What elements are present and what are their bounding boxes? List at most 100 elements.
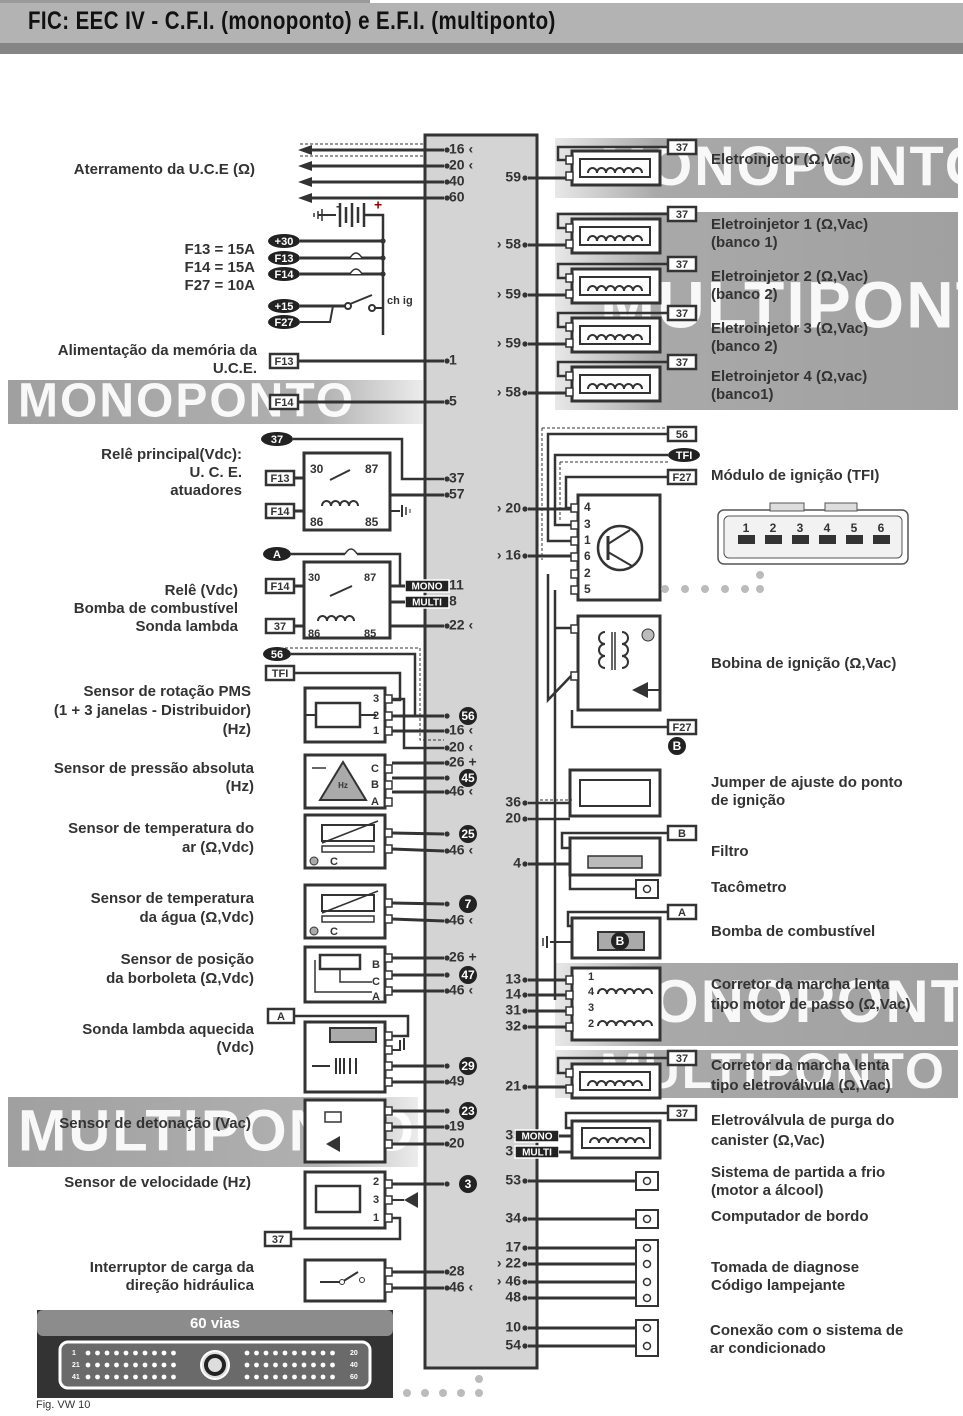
connector-pin (565, 223, 574, 233)
ecu-pin-dot (522, 1279, 528, 1285)
connector-pin (565, 289, 574, 299)
injector-coil-icon (587, 285, 643, 292)
ground-icon (404, 1192, 418, 1208)
component-label: ar condicionado (710, 1340, 826, 1357)
connector-pin-icon (171, 1350, 176, 1356)
ecu-pin-circled (459, 825, 477, 843)
ecu-pin-dot (522, 553, 528, 559)
connector-pin (565, 338, 574, 348)
page-title: FIC: EEC IV - C.F.I. (monoponto) e E.F.I… (28, 7, 556, 35)
ecu-pin-dot (444, 760, 450, 766)
ecu-pin-dot (522, 1295, 528, 1301)
tfi-connector-pin-label: 5 (851, 521, 858, 535)
ecu-pin-dot (444, 831, 450, 837)
switch-icon (341, 1271, 359, 1283)
switch-contact-icon (368, 304, 376, 312)
speed-37-tag-label: 37 (272, 1234, 284, 1246)
ecu-pin-dot (444, 1124, 450, 1130)
connector-pin (384, 1045, 393, 1055)
terminal-hole-icon (642, 1323, 652, 1333)
potentiometer-icon (318, 953, 362, 971)
terminal-hole-icon (642, 884, 652, 894)
sensor-pin: 2 (373, 710, 379, 722)
component-label: Código lampejante (711, 1277, 845, 1294)
connector-pin-icon (320, 1362, 326, 1368)
mono-tag-label: MONO (411, 582, 442, 593)
connector-pin-icon (152, 1350, 157, 1356)
ecu-pin-right: 4 (513, 855, 521, 871)
connector-pin-icon (320, 1350, 326, 1356)
ecu-pin-dot (522, 1216, 528, 1222)
connector-pin (384, 1213, 393, 1223)
injector-coil-icon (587, 334, 643, 341)
component-label: Sonda lambda (135, 618, 238, 635)
component-label: Sensor de posição (121, 951, 254, 968)
ecu-pin-dot (444, 358, 450, 364)
component-label: canister (Ω,Vac) (711, 1132, 825, 1149)
connector-pin-icon (292, 1362, 297, 1368)
injector-coil-icon (587, 167, 643, 174)
connector-pin-icon (133, 1362, 138, 1368)
switch-contact-icon (339, 1279, 345, 1285)
connector-pin-icon (244, 1362, 250, 1368)
ecu-pin-circled (459, 1102, 477, 1120)
relay-a-tag (263, 547, 291, 561)
sensor-pin: C (330, 926, 338, 938)
hz-label: Hz (338, 781, 348, 790)
ecu-pin-right: › 22 (497, 1255, 521, 1271)
connector-pin (565, 1084, 574, 1094)
connector-pin (570, 624, 579, 634)
connector-pin (565, 387, 574, 397)
component-label: atuadores (170, 482, 242, 499)
component-label: Filtro (711, 843, 749, 860)
ecu-pin-right: › 58 (497, 236, 521, 252)
decorative-dot-icon (457, 1389, 465, 1397)
arrow-left-icon (298, 161, 312, 171)
relay-terminal: 30 (308, 572, 320, 584)
ecu-pin-dot (444, 713, 450, 719)
ecu-pin-right: 31 (505, 1002, 521, 1018)
ecu-pin-dot (444, 1285, 450, 1291)
ecu-pin-dot (522, 1178, 528, 1184)
relay-coil-icon (317, 615, 355, 622)
lambda-a-tag-label: A (277, 1011, 285, 1023)
connector-pin-icon (311, 1350, 316, 1356)
connector-pin-icon (114, 1374, 119, 1380)
component-label: F14 = 15A (185, 259, 256, 276)
connector-pin-icon (161, 1362, 167, 1368)
terminal-hole-icon (642, 1277, 652, 1287)
ecu-pin-dot (444, 195, 450, 201)
ecu-pin-dot (522, 816, 528, 822)
relay-coil-icon (321, 500, 359, 507)
pin-circle-label: 47 (461, 968, 475, 982)
connector-pin-icon (123, 1362, 129, 1368)
component-label: da água (Ω,Vdc) (139, 909, 254, 926)
component-label: da borboleta (Ω,Vdc) (106, 970, 254, 987)
component-label: (banco 2) (711, 286, 778, 303)
thermistor-plate-icon (321, 915, 375, 923)
ecu-pin-dot (522, 1008, 528, 1014)
sensor-pin: A (371, 796, 379, 808)
connector-pin (384, 1195, 393, 1205)
ecu-pin-right: 14 (505, 986, 521, 1002)
tfi-connector-pin-icon (792, 535, 809, 544)
connector-header (37, 1310, 393, 1336)
injector-3-37-tag-label: 37 (676, 308, 688, 320)
connector-screw-icon (204, 1354, 226, 1376)
pressure-sensor-icon (318, 760, 368, 801)
connector-pin (384, 780, 393, 790)
fuse-tag-f27 (268, 315, 300, 329)
ecu-pin-right: 54 (505, 1337, 521, 1353)
connector-pin (565, 155, 574, 165)
component-label: Interruptor de carga da (90, 1259, 255, 1276)
ecu-pin-right: › 58 (497, 384, 521, 400)
ecu-pin-dot (522, 390, 528, 396)
decorative-dot-icon (661, 585, 669, 593)
junction-dot (380, 238, 386, 244)
component-label: Sensor de detonação (Vac) (59, 1115, 251, 1132)
component-label: Corretor da marcha lenta (711, 976, 890, 993)
multi-tag-label: MULTI (412, 598, 442, 609)
pin-circle-label: 23 (461, 1104, 475, 1118)
relay-terminal: 30 (310, 462, 324, 476)
component-label: Sensor de pressão absoluta (54, 760, 255, 777)
